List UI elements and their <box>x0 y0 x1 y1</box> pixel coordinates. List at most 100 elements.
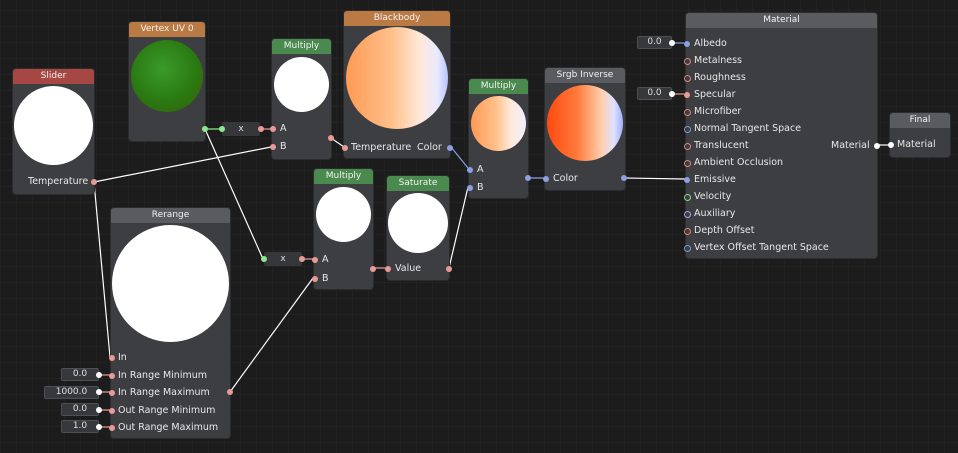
material-specular-value[interactable]: 0.0 <box>637 87 672 100</box>
multiply2-input-a-label: A <box>477 164 484 175</box>
multiply2-preview <box>471 96 526 151</box>
multiply1-title: Multiply <box>272 39 331 54</box>
blackbody-input-label: Temperature <box>351 142 412 153</box>
rerange-in-max-value[interactable]: 1000.0 <box>44 386 99 399</box>
rerange-out-max-value[interactable]: 1.0 <box>61 420 99 433</box>
rerange-output-pin[interactable] <box>227 389 233 395</box>
saturate-input-pin[interactable] <box>385 266 391 272</box>
blackbody-input-pin[interactable] <box>342 145 348 151</box>
srgb-preview <box>547 85 623 161</box>
rerange-input-out-max-pin[interactable] <box>109 425 115 431</box>
final-node[interactable]: Final Material <box>888 113 950 157</box>
material-emissive-pin[interactable] <box>684 177 690 183</box>
multiply1-input-b-pin[interactable] <box>270 144 276 150</box>
multiply3-input-b-pin[interactable] <box>312 276 318 282</box>
slider-output-pin[interactable] <box>91 179 97 185</box>
rerange-input-in-label: In <box>118 352 127 363</box>
rerange-in-min-value[interactable]: 0.0 <box>61 368 99 381</box>
multiply2-output-pin[interactable] <box>525 175 531 181</box>
vertex-uv-preview <box>131 40 203 112</box>
material-normal-pin[interactable] <box>684 126 691 133</box>
material-translucent-pin[interactable] <box>684 143 691 150</box>
rerange-out-min-value[interactable]: 0.0 <box>61 403 99 416</box>
rerange-node[interactable]: Rerange In In Range Minimum In Range Max… <box>109 208 233 438</box>
material-albedo-value[interactable]: 0.0 <box>637 36 672 49</box>
material-output-pin[interactable] <box>874 143 880 149</box>
rerange-input-in-min-pin[interactable] <box>109 373 115 379</box>
material-specular-value-pin <box>669 91 675 97</box>
material-auxiliary-pin[interactable] <box>684 211 691 218</box>
blackbody-output-pin[interactable] <box>447 145 453 151</box>
swizzle1-input-pin[interactable] <box>219 126 225 132</box>
material-input-depth-offset-label: Depth Offset <box>694 225 755 236</box>
swizzle1-output-pin[interactable] <box>258 126 264 132</box>
multiply3-input-b-label: B <box>322 273 329 284</box>
swizzle2-output-pin[interactable] <box>299 256 305 262</box>
material-velocity-pin[interactable] <box>684 194 691 201</box>
multiply2-input-a-pin[interactable] <box>467 167 473 173</box>
material-specular-pin[interactable] <box>684 92 690 98</box>
swizzle2-input-pin[interactable] <box>261 256 267 262</box>
multiply1-output-pin[interactable] <box>328 135 334 141</box>
material-vertex-offset-pin[interactable] <box>684 245 691 252</box>
final-input-label: Material <box>897 139 936 150</box>
material-input-translucent-label: Translucent <box>694 140 749 151</box>
material-input-emissive-label: Emissive <box>694 174 736 185</box>
slider-node[interactable]: Slider Temperature <box>13 69 97 194</box>
srgb-output-pin[interactable] <box>621 175 627 181</box>
multiply3-output-pin[interactable] <box>370 266 376 272</box>
wire-srgb-to-emissive <box>623 177 686 180</box>
rerange-input-out-min-pin[interactable] <box>109 408 115 414</box>
material-input-auxiliary-label: Auxiliary <box>694 208 736 219</box>
swizzle-node-2[interactable]: x <box>264 252 302 266</box>
material-input-specular-label: Specular <box>694 89 736 100</box>
material-depth-offset-pin[interactable] <box>684 228 691 235</box>
material-title: Material <box>686 13 877 28</box>
multiply-node-2[interactable]: Multiply A B <box>467 79 531 198</box>
vertex-uv-output-pin[interactable] <box>202 126 208 132</box>
material-albedo-pin[interactable] <box>684 41 690 47</box>
multiply2-input-b-pin[interactable] <box>467 185 473 191</box>
saturate-title: Saturate <box>387 176 449 191</box>
blackbody-title: Blackbody <box>344 11 450 26</box>
material-node[interactable]: Material Albedo Metalness Roughness Spec… <box>684 13 880 258</box>
material-metalness-pin[interactable] <box>684 58 691 65</box>
srgb-inverse-node[interactable]: Srgb Inverse Color <box>543 68 627 190</box>
srgb-input-label: Color <box>553 173 578 184</box>
srgb-input-pin[interactable] <box>543 176 549 182</box>
multiply1-preview <box>274 57 329 112</box>
blackbody-node[interactable]: Blackbody Temperature Color <box>342 11 453 158</box>
rerange-input-in-pin[interactable] <box>109 355 115 361</box>
material-roughness-pin[interactable] <box>684 75 691 82</box>
vertex-uv-node-title: Vertex UV 0 <box>129 22 205 37</box>
slider-output-label: Temperature <box>28 176 89 187</box>
rerange-preview <box>112 225 229 342</box>
saturate-node[interactable]: Saturate Value <box>385 176 452 280</box>
multiply1-input-a-pin[interactable] <box>270 126 276 132</box>
multiply2-input-b-label: B <box>477 182 484 193</box>
multiply3-input-a-pin[interactable] <box>312 257 318 263</box>
rerange-input-in-max-pin[interactable] <box>109 390 115 396</box>
vertex-uv-node[interactable]: Vertex UV 0 <box>129 22 208 141</box>
material-input-metalness-label: Metalness <box>694 55 742 66</box>
saturate-input-label: Value <box>395 263 422 274</box>
rerange-title: Rerange <box>111 208 230 223</box>
material-input-roughness-label: Roughness <box>694 72 746 83</box>
material-microfiber-pin[interactable] <box>684 109 691 116</box>
saturate-output-pin[interactable] <box>446 266 452 272</box>
final-input-pin[interactable] <box>888 142 894 148</box>
material-output-label: Material <box>831 140 870 151</box>
swizzle-node-1[interactable]: x <box>222 122 260 136</box>
material-albedo-value-pin <box>669 40 675 46</box>
slider-node-title: Slider <box>13 69 94 84</box>
rerange-out-min-value-pin <box>96 407 102 413</box>
material-input-velocity-label: Velocity <box>694 191 732 202</box>
material-ao-pin[interactable] <box>684 160 691 167</box>
rerange-in-max-value-pin <box>96 389 102 395</box>
material-input-ao-label: Ambient Occlusion <box>694 157 784 168</box>
multiply1-input-b-label: B <box>280 141 287 152</box>
multiply2-title: Multiply <box>469 79 528 94</box>
multiply-node-1[interactable]: Multiply A B <box>270 39 334 159</box>
wire-slider-to-rerange <box>93 181 111 358</box>
multiply-node-3[interactable]: Multiply A B <box>312 169 376 289</box>
